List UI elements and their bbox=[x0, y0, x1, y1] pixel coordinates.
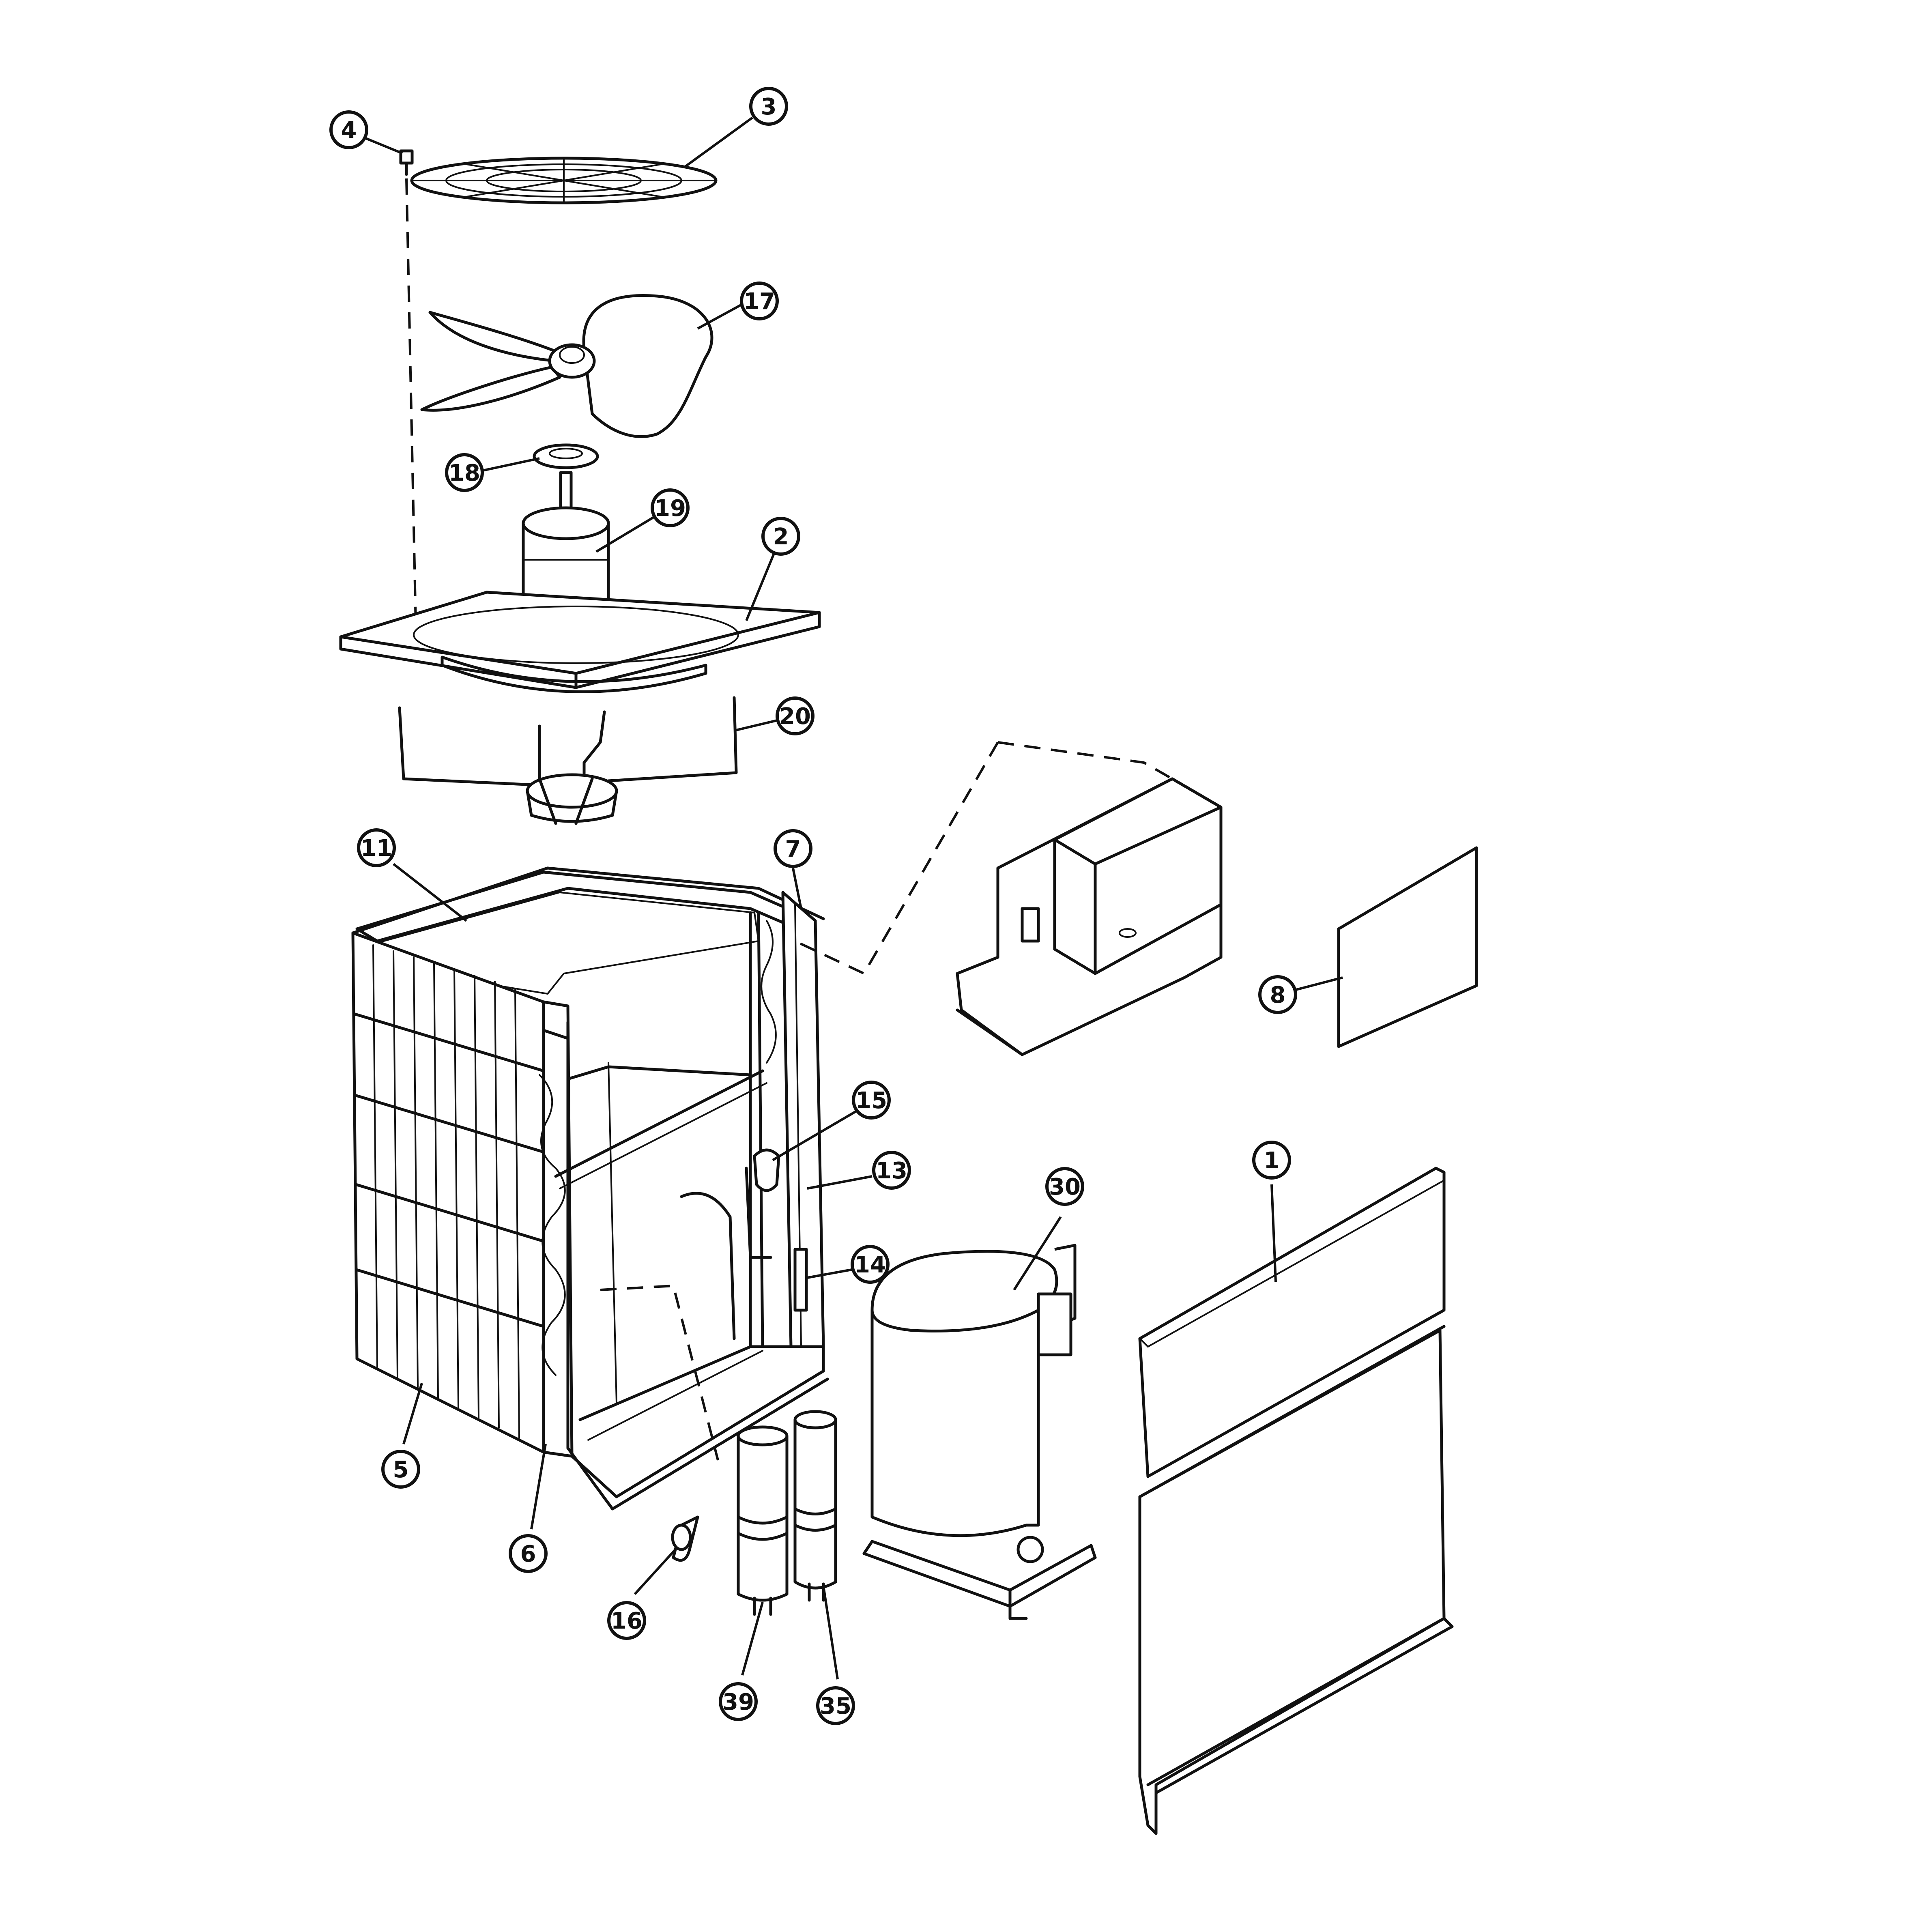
part-3-fan-guard bbox=[410, 157, 718, 204]
callout-7: 7 bbox=[774, 829, 812, 868]
part-30-compressor bbox=[862, 1244, 1097, 1620]
callout-2-label: 2 bbox=[773, 524, 789, 550]
callout-20: 20 bbox=[776, 696, 814, 735]
callout-1-label: 1 bbox=[1264, 1148, 1280, 1174]
callout-18: 18 bbox=[445, 453, 484, 492]
callout-14-label: 14 bbox=[854, 1252, 886, 1278]
callout-11: 11 bbox=[357, 828, 396, 867]
part-18-hub bbox=[533, 443, 599, 469]
part-20-motor-bracket bbox=[398, 696, 738, 825]
callout-35: 35 bbox=[816, 1686, 855, 1725]
callout-16-label: 16 bbox=[611, 1608, 643, 1634]
callout-5: 5 bbox=[381, 1450, 420, 1489]
callout-30: 30 bbox=[1045, 1167, 1084, 1206]
callout-16: 16 bbox=[607, 1601, 646, 1640]
callout-19: 19 bbox=[651, 488, 690, 527]
part-4-screw bbox=[399, 149, 414, 176]
part-35-capacitor bbox=[793, 1410, 837, 1602]
callout-1: 1 bbox=[1252, 1141, 1291, 1180]
callout-8-label: 8 bbox=[1270, 982, 1286, 1008]
callout-4: 4 bbox=[329, 110, 368, 149]
part-16-fitting bbox=[671, 1515, 699, 1562]
part-1-front-panel bbox=[1138, 1167, 1454, 1835]
part-2-top-panel bbox=[339, 591, 821, 693]
callout-39-label: 39 bbox=[722, 1689, 754, 1715]
assembly-line-screw bbox=[405, 178, 417, 625]
callout-3: 3 bbox=[749, 87, 788, 126]
part-39-capacitor bbox=[737, 1425, 789, 1616]
callout-17: 17 bbox=[740, 282, 779, 320]
cabinet-assembly bbox=[351, 866, 829, 1511]
callout-4-label: 4 bbox=[341, 117, 357, 144]
callout-6: 6 bbox=[509, 1534, 548, 1573]
callout-30-label: 30 bbox=[1049, 1174, 1081, 1200]
callout-20-label: 20 bbox=[779, 703, 811, 730]
callout-15: 15 bbox=[852, 1081, 891, 1120]
callout-11-label: 11 bbox=[361, 835, 392, 862]
callout-8: 8 bbox=[1258, 975, 1297, 1014]
control-box bbox=[794, 741, 1223, 1056]
callout-13-label: 13 bbox=[876, 1158, 907, 1184]
callout-3-label: 3 bbox=[761, 94, 777, 120]
part-17-fan-blade bbox=[420, 294, 713, 438]
callout-18-label: 18 bbox=[449, 460, 480, 486]
callout-2: 2 bbox=[761, 517, 800, 556]
callout-14: 14 bbox=[851, 1245, 890, 1284]
callout-7-label: 7 bbox=[785, 836, 801, 862]
callout-35-label: 35 bbox=[820, 1693, 851, 1719]
leader-lines bbox=[354, 116, 1343, 1680]
part-8-cover bbox=[1337, 846, 1478, 1048]
callout-6-label: 6 bbox=[520, 1541, 536, 1567]
callout-5-label: 5 bbox=[393, 1457, 409, 1483]
callout-39: 39 bbox=[719, 1682, 758, 1721]
callout-15-label: 15 bbox=[855, 1087, 887, 1114]
callout-19-label: 19 bbox=[654, 495, 686, 522]
callout-17-label: 17 bbox=[744, 288, 775, 315]
callout-13: 13 bbox=[872, 1151, 911, 1190]
